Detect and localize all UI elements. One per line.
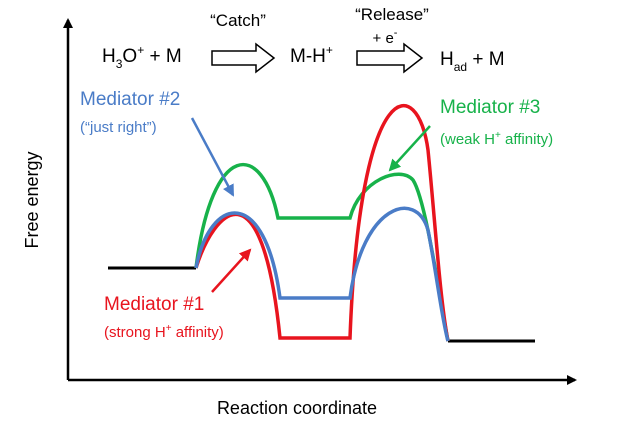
mediator-2-name: Mediator #2 <box>80 89 180 110</box>
mediator-3-pointer-arrow <box>388 125 431 172</box>
x-axis-label: Reaction coordinate <box>217 398 377 418</box>
mediator-2-note: (“just right”) <box>80 119 157 136</box>
intermediate-label: M-H+ <box>290 43 333 67</box>
mediator-1-name: Mediator #1 <box>104 294 204 315</box>
release-label: “Release” <box>355 5 429 24</box>
electron-label: + e- <box>373 27 398 47</box>
mediator-3-profile <box>194 163 450 342</box>
mediator-1-profile <box>194 104 450 342</box>
mediator-3-note: (weak H+ affinity) <box>440 130 553 148</box>
mediator-1-pointer-arrow <box>211 248 252 293</box>
mediator-1-note: (strong H+ affinity) <box>104 323 224 341</box>
mediator-2-pointer-arrow <box>190 117 235 197</box>
y-axis-label: Free energy <box>22 151 42 248</box>
catch-label: “Catch” <box>210 11 266 30</box>
release-arrow-icon <box>356 42 424 74</box>
mediator-2-profile <box>194 206 450 342</box>
catch-arrow-icon <box>211 42 276 74</box>
mediator-3-name: Mediator #3 <box>440 97 540 118</box>
product-label: Had + M <box>440 49 505 74</box>
reactant-label: H3O+ + M <box>102 43 182 71</box>
